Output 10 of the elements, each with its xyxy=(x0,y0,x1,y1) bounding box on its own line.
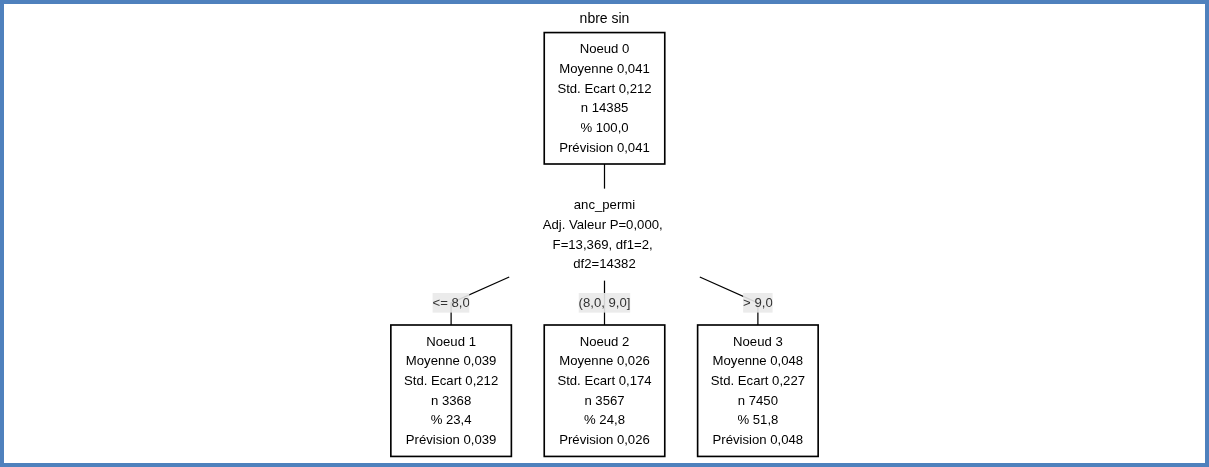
diagram-title: nbre sin xyxy=(579,10,630,26)
node-text: anc_permi Adj. Valeur P=0,000, F=13,369, df1=2, df2=14382 xyxy=(542,197,663,271)
connector xyxy=(603,163,606,190)
node-box: Noeud 1 Moyenne 0,039 Std. Ecart 0,212 n 3368 % 23,4 Prévision 0,039 xyxy=(390,324,513,458)
node-box: Noeud 3 Moyenne 0,048 Std. Ecart 0,227 n 7450 % 51,8 Prévision 0,048 xyxy=(696,324,819,458)
edge-label: > 9,0 xyxy=(743,295,773,310)
node-box: Noeud 2 Moyenne 0,026 Std. Ecart 0,174 n 3567 % 24,8 Prévision 0,026 xyxy=(543,324,666,458)
node-box: Noeud 0 Moyenne 0,041 Std. Ecart 0,212 n 14385 % 100,0 Prévision 0,041 xyxy=(543,31,666,165)
edge-label: <= 8,0 xyxy=(432,295,470,310)
edge-label: (8,0, 9,0] xyxy=(578,295,631,310)
